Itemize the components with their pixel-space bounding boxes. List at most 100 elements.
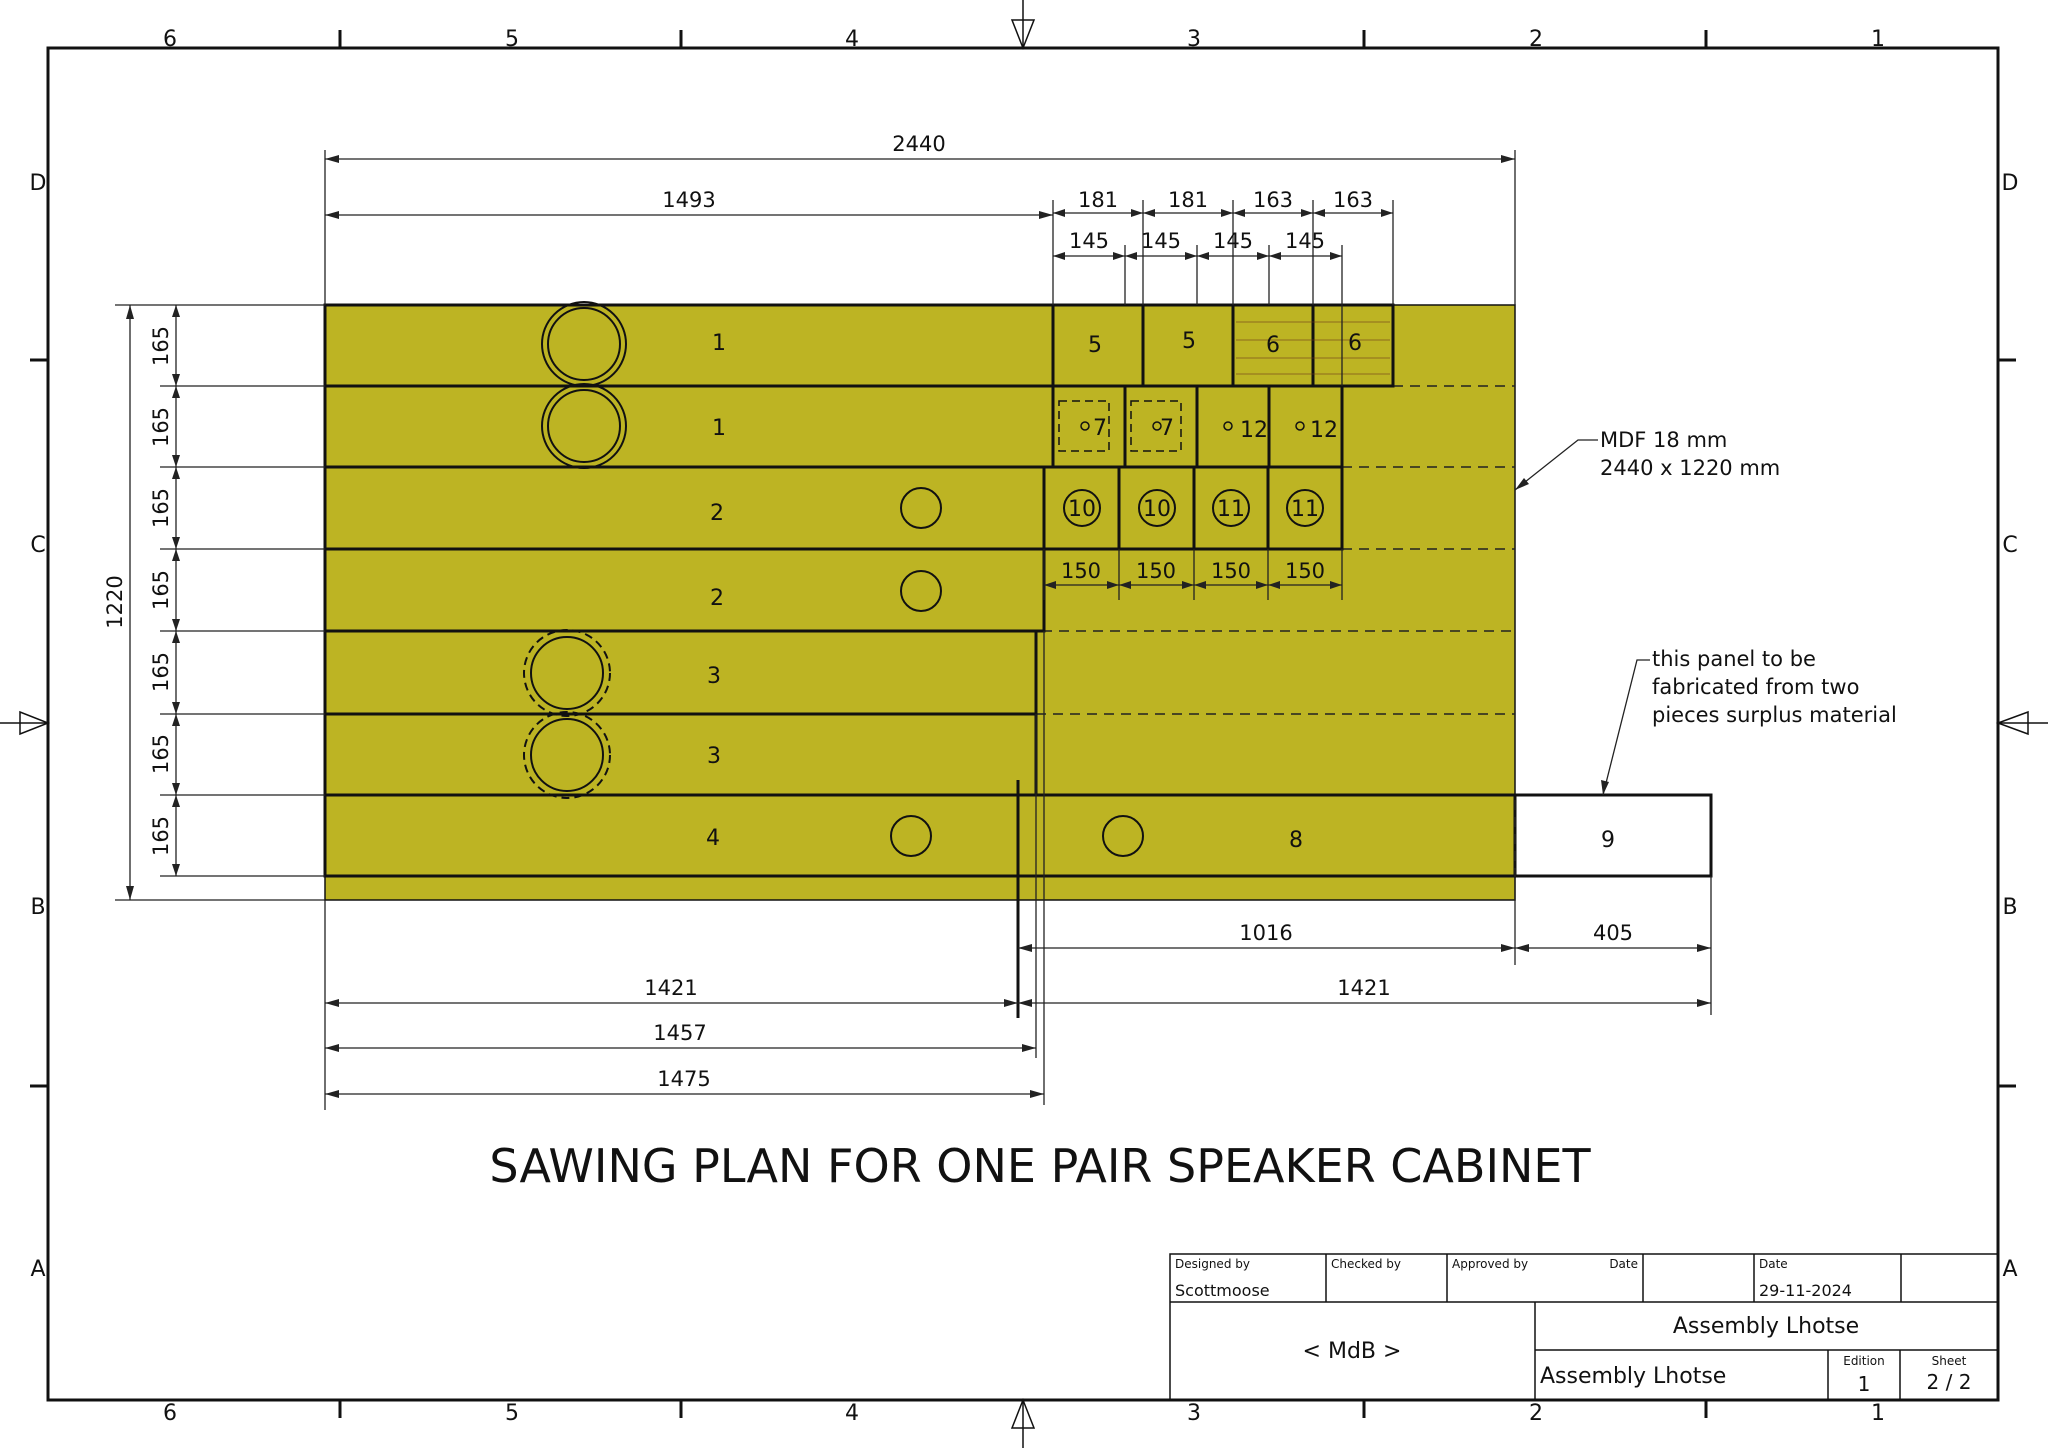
grid-col-label: 1 bbox=[1871, 1401, 1885, 1426]
grid-col-label: 4 bbox=[845, 1401, 859, 1426]
assembly-title: Assembly Lhotse bbox=[1673, 1314, 1859, 1339]
piece-label: 8 bbox=[1289, 828, 1303, 853]
dim-row: 165 bbox=[149, 326, 173, 366]
grid-row-label: D bbox=[30, 171, 47, 196]
grid-references: 6 5 4 3 2 1 6 5 4 3 2 1 D C B A D C B A bbox=[30, 27, 2019, 1426]
title-block: Designed by Scottmoose Checked by Approv… bbox=[1169, 1253, 1999, 1401]
date-label: Date bbox=[1759, 1257, 1788, 1271]
note-panel-line3: pieces surplus material bbox=[1652, 703, 1897, 727]
grid-col-label: 2 bbox=[1529, 27, 1543, 52]
piece-label: 3 bbox=[707, 744, 721, 769]
dim-163: 163 bbox=[1333, 188, 1373, 212]
dim-overall-height: 1220 bbox=[103, 575, 127, 628]
drawing-title: SAWING PLAN FOR ONE PAIR SPEAKER CABINET bbox=[489, 1139, 1591, 1193]
dim-405: 405 bbox=[1593, 921, 1633, 945]
sheet-label: Sheet bbox=[1932, 1354, 1967, 1368]
piece-label: 7 bbox=[1093, 416, 1107, 441]
piece-label: 2 bbox=[710, 586, 724, 611]
grid-col-label: 2 bbox=[1529, 1401, 1543, 1426]
grid-col-label: 5 bbox=[505, 27, 519, 52]
checked-by-label: Checked by bbox=[1331, 1257, 1401, 1271]
grid-row-label: B bbox=[2002, 895, 2017, 920]
grid-col-label: 4 bbox=[845, 27, 859, 52]
piece-label: 11 bbox=[1291, 497, 1319, 522]
piece-label: 2 bbox=[710, 501, 724, 526]
note-mdf: MDF 18 mm 2440 x 1220 mm bbox=[1514, 428, 1780, 491]
piece-label: 5 bbox=[1182, 329, 1196, 354]
piece-label: 1 bbox=[712, 416, 726, 441]
piece-label: 10 bbox=[1068, 497, 1096, 522]
note-mdf-line2: 2440 x 1220 mm bbox=[1600, 456, 1780, 480]
dim-145: 145 bbox=[1285, 229, 1325, 253]
piece-label: 11 bbox=[1217, 497, 1245, 522]
owner-name: < MdB > bbox=[1303, 1339, 1402, 1364]
piece-label: 12 bbox=[1310, 418, 1338, 443]
grid-row-label: D bbox=[2002, 171, 2019, 196]
dim-1421: 1421 bbox=[1337, 976, 1390, 1000]
sheet-value: 2 / 2 bbox=[1927, 1370, 1972, 1394]
dim-150: 150 bbox=[1136, 559, 1176, 583]
piece-label: 7 bbox=[1160, 416, 1174, 441]
dim-145: 145 bbox=[1141, 229, 1181, 253]
dim-strip-width: 1493 bbox=[662, 188, 715, 212]
dimensions-150: 150 150 150 150 bbox=[1043, 549, 1343, 600]
approved-by-label: Approved by bbox=[1452, 1257, 1528, 1271]
dim-181: 181 bbox=[1078, 188, 1118, 212]
dim-181: 181 bbox=[1168, 188, 1208, 212]
piece-label: 6 bbox=[1348, 331, 1362, 356]
piece-labels: 1 1 2 2 3 3 4 5 5 6 6 7 7 12 12 10 10 11… bbox=[706, 329, 1615, 853]
grid-col-label: 3 bbox=[1187, 27, 1201, 52]
wood-grain bbox=[1236, 321, 1390, 375]
driver-holes bbox=[523, 301, 1324, 857]
dim-150: 150 bbox=[1285, 559, 1325, 583]
piece-label: 4 bbox=[706, 826, 720, 851]
date-label: Date bbox=[1609, 1257, 1638, 1271]
grid-row-label: C bbox=[2002, 533, 2017, 558]
dim-150: 150 bbox=[1061, 559, 1101, 583]
dimensions-left: 1220 165 165 165 165 165 165 165 bbox=[103, 304, 325, 901]
dimensions-bottom: 1016 405 1421 1421 1457 1475 bbox=[324, 631, 1712, 1110]
grid-row-label: A bbox=[30, 1257, 45, 1282]
grid-col-label: 6 bbox=[163, 27, 177, 52]
edition-label: Edition bbox=[1843, 1354, 1885, 1368]
designed-by-label: Designed by bbox=[1175, 1257, 1250, 1271]
piece-label: 9 bbox=[1601, 828, 1615, 853]
dim-overall-width: 2440 bbox=[892, 132, 945, 156]
dim-row: 165 bbox=[149, 652, 173, 692]
dim-row: 165 bbox=[149, 734, 173, 774]
note-panel-line1: this panel to be bbox=[1652, 647, 1816, 671]
dim-row: 165 bbox=[149, 407, 173, 447]
frame-ticks bbox=[30, 30, 2016, 1418]
grid-col-label: 6 bbox=[163, 1401, 177, 1426]
dim-1457: 1457 bbox=[653, 1021, 706, 1045]
piece-label: 1 bbox=[712, 331, 726, 356]
dim-163: 163 bbox=[1253, 188, 1293, 212]
edition-value: 1 bbox=[1858, 1372, 1871, 1396]
note-mdf-line1: MDF 18 mm bbox=[1600, 428, 1727, 452]
dim-1421: 1421 bbox=[644, 976, 697, 1000]
piece-label: 3 bbox=[707, 664, 721, 689]
grid-col-label: 3 bbox=[1187, 1401, 1201, 1426]
dim-row: 165 bbox=[149, 816, 173, 856]
designed-by-value: Scottmoose bbox=[1175, 1281, 1270, 1300]
piece-label: 6 bbox=[1266, 333, 1280, 358]
piece-6b bbox=[1311, 303, 1395, 388]
grid-col-label: 5 bbox=[505, 1401, 519, 1426]
piece-label: 10 bbox=[1143, 497, 1171, 522]
dim-row: 165 bbox=[149, 570, 173, 610]
grid-row-label: B bbox=[30, 895, 45, 920]
dim-145: 145 bbox=[1069, 229, 1109, 253]
grid-row-label: A bbox=[2002, 1257, 2017, 1282]
dimensions-top: 2440 1493 181 181 163 163 145 145 145 14… bbox=[324, 132, 1516, 386]
dim-145: 145 bbox=[1213, 229, 1253, 253]
dim-150: 150 bbox=[1211, 559, 1251, 583]
dim-row: 165 bbox=[149, 488, 173, 528]
port-recesses bbox=[1058, 400, 1305, 452]
grid-row-label: C bbox=[30, 533, 45, 558]
date-value: 29-11-2024 bbox=[1759, 1281, 1852, 1300]
note-panel-line2: fabricated from two bbox=[1652, 675, 1859, 699]
dim-1016: 1016 bbox=[1239, 921, 1292, 945]
piece-label: 5 bbox=[1088, 333, 1102, 358]
